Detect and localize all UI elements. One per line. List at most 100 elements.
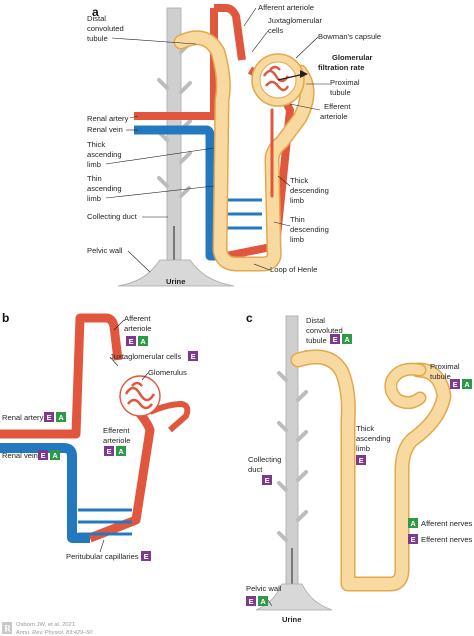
pelvic-wall-label-a: Pelvic wall bbox=[87, 246, 123, 255]
afferent-badge: A bbox=[56, 412, 66, 422]
renal-vein-label-b: Renal vein bbox=[2, 451, 38, 460]
svg-text:A: A bbox=[260, 597, 266, 606]
svg-text:A: A bbox=[140, 337, 146, 346]
peritubular-capillaries-label: Peritubular capillaries bbox=[66, 552, 139, 561]
distal-tubule-label-c-2: convoluted bbox=[306, 326, 343, 335]
vessels-b bbox=[0, 313, 191, 543]
panel-b-labels: Afferent arteriole Juxtaglomerular cells… bbox=[2, 314, 187, 561]
afferent-badge: A bbox=[138, 336, 148, 346]
bowmans-capsule-label: Bowman's capsule bbox=[318, 32, 381, 41]
panel-c-letter: c bbox=[246, 311, 253, 325]
distal-tubule-label-2: convoluted bbox=[87, 24, 124, 33]
distal-tubule-label-c-3: tubule bbox=[306, 336, 327, 345]
thick-ascending-label-a: Thick bbox=[87, 140, 105, 149]
distal-tubule-label-c: Distal bbox=[306, 316, 325, 325]
efferent-badge: E bbox=[44, 412, 54, 422]
proximal-tubule-label-c: Proximal bbox=[430, 362, 460, 371]
loop-of-henle-label: Loop of Henle bbox=[270, 265, 317, 274]
badges-c: E A E A E E E A bbox=[246, 334, 472, 606]
efferent-badge: E bbox=[126, 336, 136, 346]
svg-text:E: E bbox=[411, 535, 416, 544]
efferent-badge: E bbox=[246, 596, 256, 606]
bowmans-capsule-a bbox=[251, 53, 308, 107]
gfr-label-2: filtration rate bbox=[318, 63, 364, 72]
panel-a: a bbox=[87, 3, 381, 287]
legend: A Afferent nerves E Efferent nerves bbox=[408, 518, 473, 544]
efferent-badge: E bbox=[450, 379, 460, 389]
renal-artery-label-a: Renal artery bbox=[87, 114, 129, 123]
renal-vein-a bbox=[134, 125, 226, 261]
urine-label-a: Urine bbox=[166, 277, 185, 286]
svg-text:E: E bbox=[359, 456, 364, 465]
efferent-badge: E bbox=[356, 455, 366, 465]
svg-text:E: E bbox=[107, 447, 112, 456]
glomerulus-b bbox=[119, 375, 161, 417]
proximal-tubule-label: Proximal bbox=[330, 78, 360, 87]
afferent-arteriole-label-b: Afferent bbox=[124, 314, 151, 323]
glomerulus-label: Glomerulus bbox=[148, 368, 187, 377]
efferent-arteriole-label-2: arteriole bbox=[320, 112, 347, 121]
efferent-arteriole-label-b-2: arteriole bbox=[103, 436, 130, 445]
thin-descending-label-3: limb bbox=[290, 235, 304, 244]
efferent-arteriole-label: Efferent bbox=[324, 102, 351, 111]
svg-text:A: A bbox=[52, 451, 58, 460]
efferent-badge: E bbox=[141, 551, 151, 561]
thick-ascending-label-c: Thick bbox=[356, 424, 374, 433]
collecting-duct-label-c-2: duct bbox=[248, 465, 263, 474]
panel-a-labels: Afferent arteriole Distal convoluted tub… bbox=[87, 3, 381, 286]
thick-descending-label-2: descending bbox=[290, 186, 329, 195]
svg-text:A: A bbox=[410, 519, 416, 528]
efferent-arteriole-label-b: Efferent bbox=[103, 426, 130, 435]
thin-ascending-label: Thin bbox=[87, 174, 102, 183]
juxtaglomerular-label: Juxtaglomerular bbox=[268, 16, 322, 25]
distal-tubule-label: Distal bbox=[87, 14, 106, 23]
efferent-badge: E bbox=[262, 475, 272, 485]
panel-b-letter: b bbox=[2, 311, 9, 325]
collecting-duct-label-c: Collecting bbox=[248, 455, 281, 464]
publisher-logo-mark: R bbox=[4, 624, 11, 634]
panel-a-letter: a bbox=[92, 5, 99, 19]
svg-text:E: E bbox=[191, 352, 196, 361]
pelvic-wall-label-c: Pelvic wall bbox=[246, 584, 282, 593]
afferent-badge: A bbox=[50, 450, 60, 460]
thick-ascending-label-c-3: limb bbox=[356, 444, 370, 453]
citation-line-1: Osborn JW, et al. 2021 bbox=[16, 622, 75, 628]
thin-descending-label-2: descending bbox=[290, 225, 329, 234]
pelvic-wall-a bbox=[117, 259, 235, 287]
panel-c-labels: Distal convoluted tubule Proximal tubule… bbox=[246, 316, 460, 624]
thick-ascending-label-a-2: ascending bbox=[87, 150, 122, 159]
thin-descending-label: Thin bbox=[290, 215, 305, 224]
nephron-tubule-c bbox=[290, 349, 452, 592]
juxtaglomerular-label-b: Juxtaglomerular cells bbox=[110, 352, 182, 361]
gfr-label: Glomerular bbox=[332, 53, 373, 62]
publisher-logo bbox=[2, 622, 12, 634]
panel-c: c Distal convoluted tubule Proximal tubu… bbox=[246, 311, 473, 624]
svg-text:E: E bbox=[453, 380, 458, 389]
badges-b: E A E E A E A E A E bbox=[38, 336, 198, 561]
juxtaglomerular-label-2: cells bbox=[268, 26, 283, 35]
thick-descending-label: Thick bbox=[290, 176, 308, 185]
citation-line-2: Annu. Rev. Physiol. 83:429–50 bbox=[15, 630, 93, 636]
citation: R Osborn JW, et al. 2021 Annu. Rev. Phys… bbox=[2, 622, 93, 636]
legend-afferent: A Afferent nerves bbox=[408, 518, 473, 528]
efferent-badge: E bbox=[104, 446, 114, 456]
afferent-badge: A bbox=[342, 334, 352, 344]
afferent-badge: A bbox=[116, 446, 126, 456]
svg-text:E: E bbox=[333, 335, 338, 344]
svg-text:E: E bbox=[47, 413, 52, 422]
renal-vein-label-a: Renal vein bbox=[87, 125, 123, 134]
proximal-tubule-label-2: tubule bbox=[330, 88, 351, 97]
renal-artery-label-b: Renal artery bbox=[2, 413, 44, 422]
legend-afferent-label: Afferent nerves bbox=[421, 519, 473, 528]
legend-efferent: E Efferent nerves bbox=[408, 534, 473, 544]
svg-text:E: E bbox=[41, 451, 46, 460]
efferent-badge: E bbox=[38, 450, 48, 460]
afferent-arteriole-label: Afferent arteriole bbox=[258, 3, 314, 12]
panel-b: b Afferent arteriole Juxtaglomerular cel… bbox=[0, 311, 198, 561]
peritubular-rungs-b bbox=[78, 508, 132, 536]
thick-descending-label-3: limb bbox=[290, 196, 304, 205]
svg-text:A: A bbox=[344, 335, 350, 344]
legend-efferent-label: Efferent nerves bbox=[421, 535, 473, 544]
afferent-arteriole-label-b-2: arteriole bbox=[124, 324, 151, 333]
